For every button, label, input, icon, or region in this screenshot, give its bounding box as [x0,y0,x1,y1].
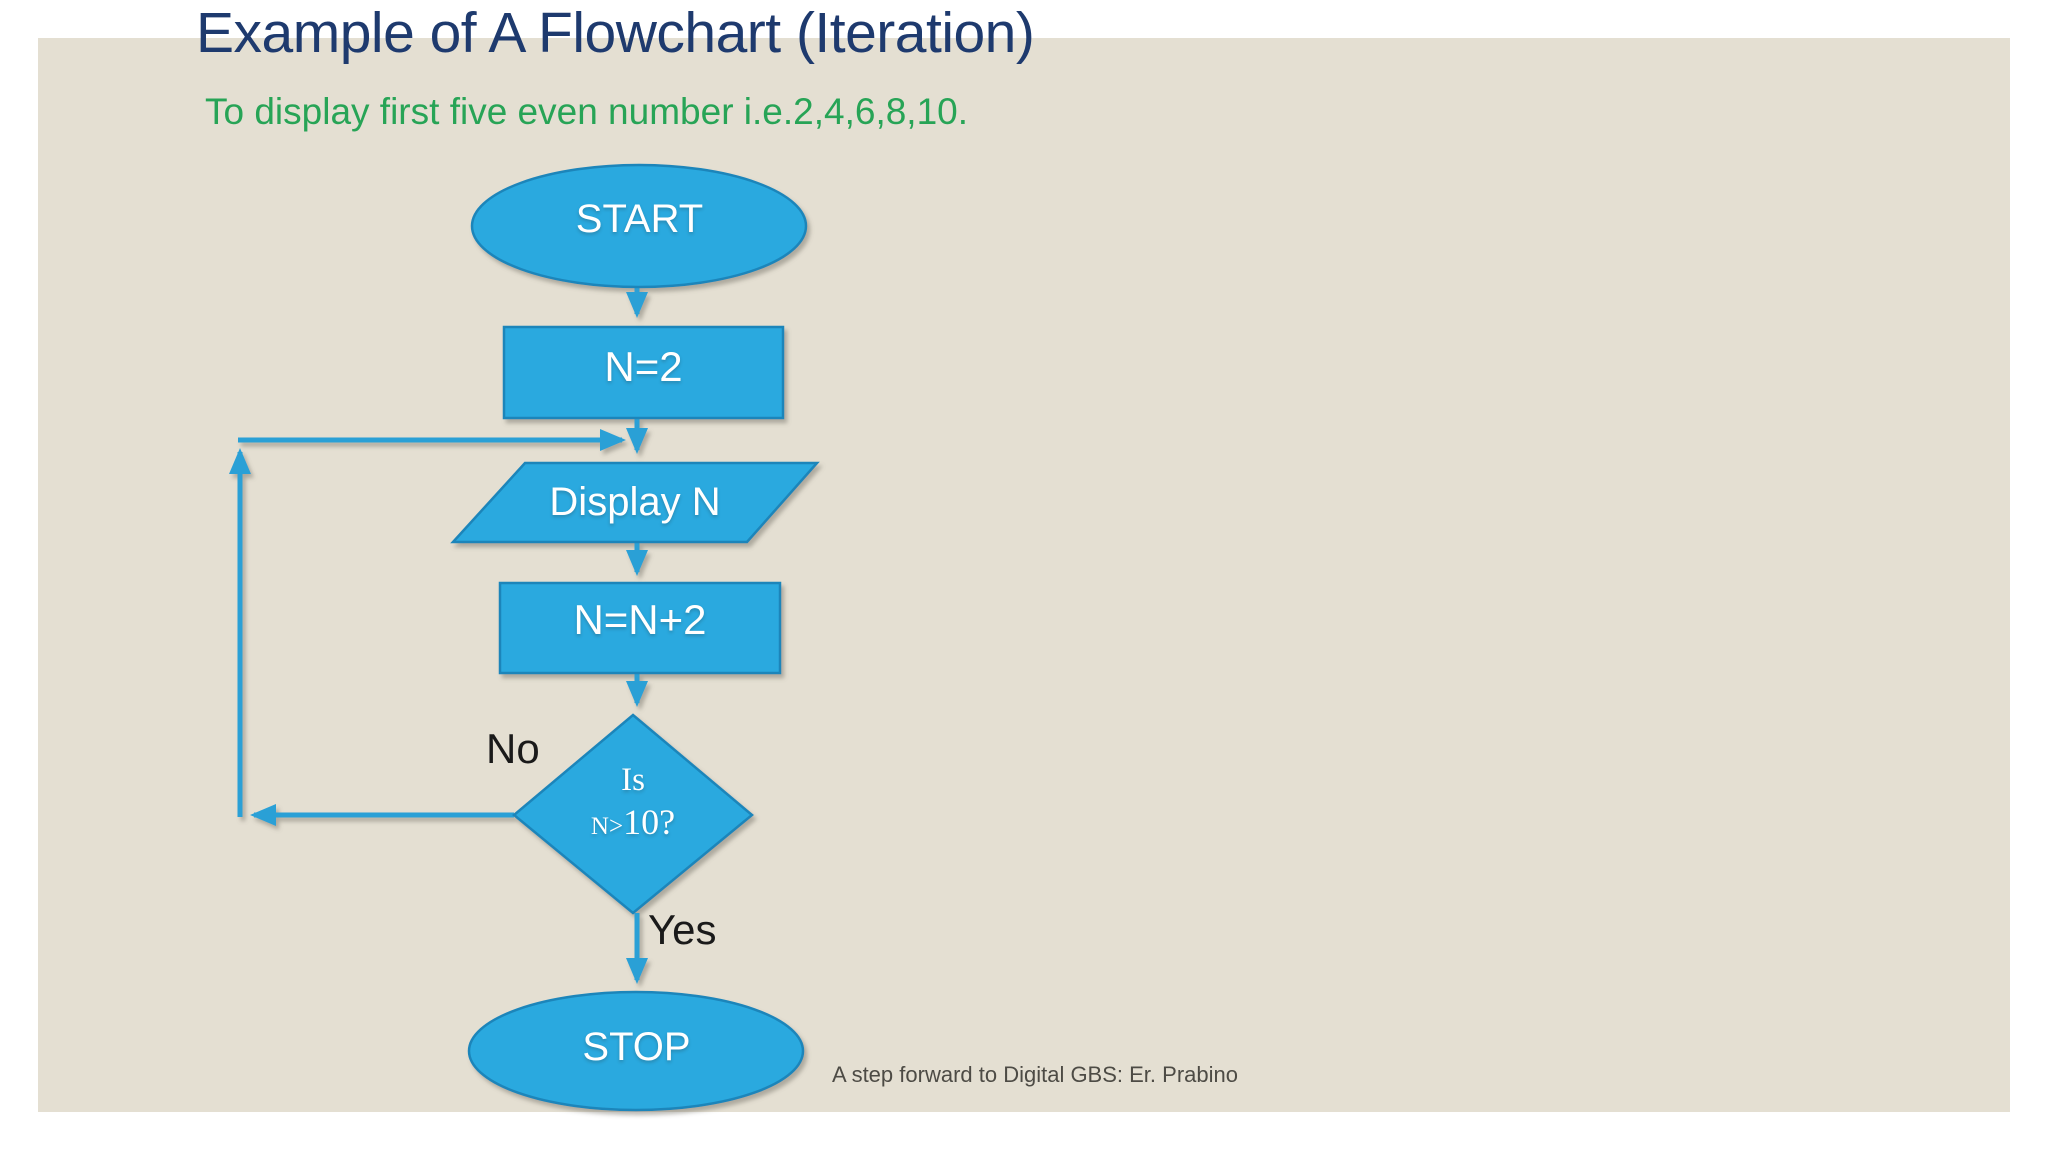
branch-label-yes: Yes [648,906,717,953]
decision-diamond-shape [512,713,754,915]
slide-title: Example of A Flowchart (Iteration) [196,1,1035,65]
init-process-shape [502,325,785,420]
start-terminator-shape [470,163,808,289]
stop-terminator-shape [467,990,805,1112]
display-io-parallelogram-shape [450,461,820,544]
slide-background [38,38,2010,1112]
slide-subtitle: To display first five even number i.e.2,… [205,91,969,132]
increment-process-shape [498,581,782,675]
branch-label-no: No [486,725,540,772]
slide-footer-credit: A step forward to Digital GBS: Er. Prabi… [832,1062,1238,1087]
